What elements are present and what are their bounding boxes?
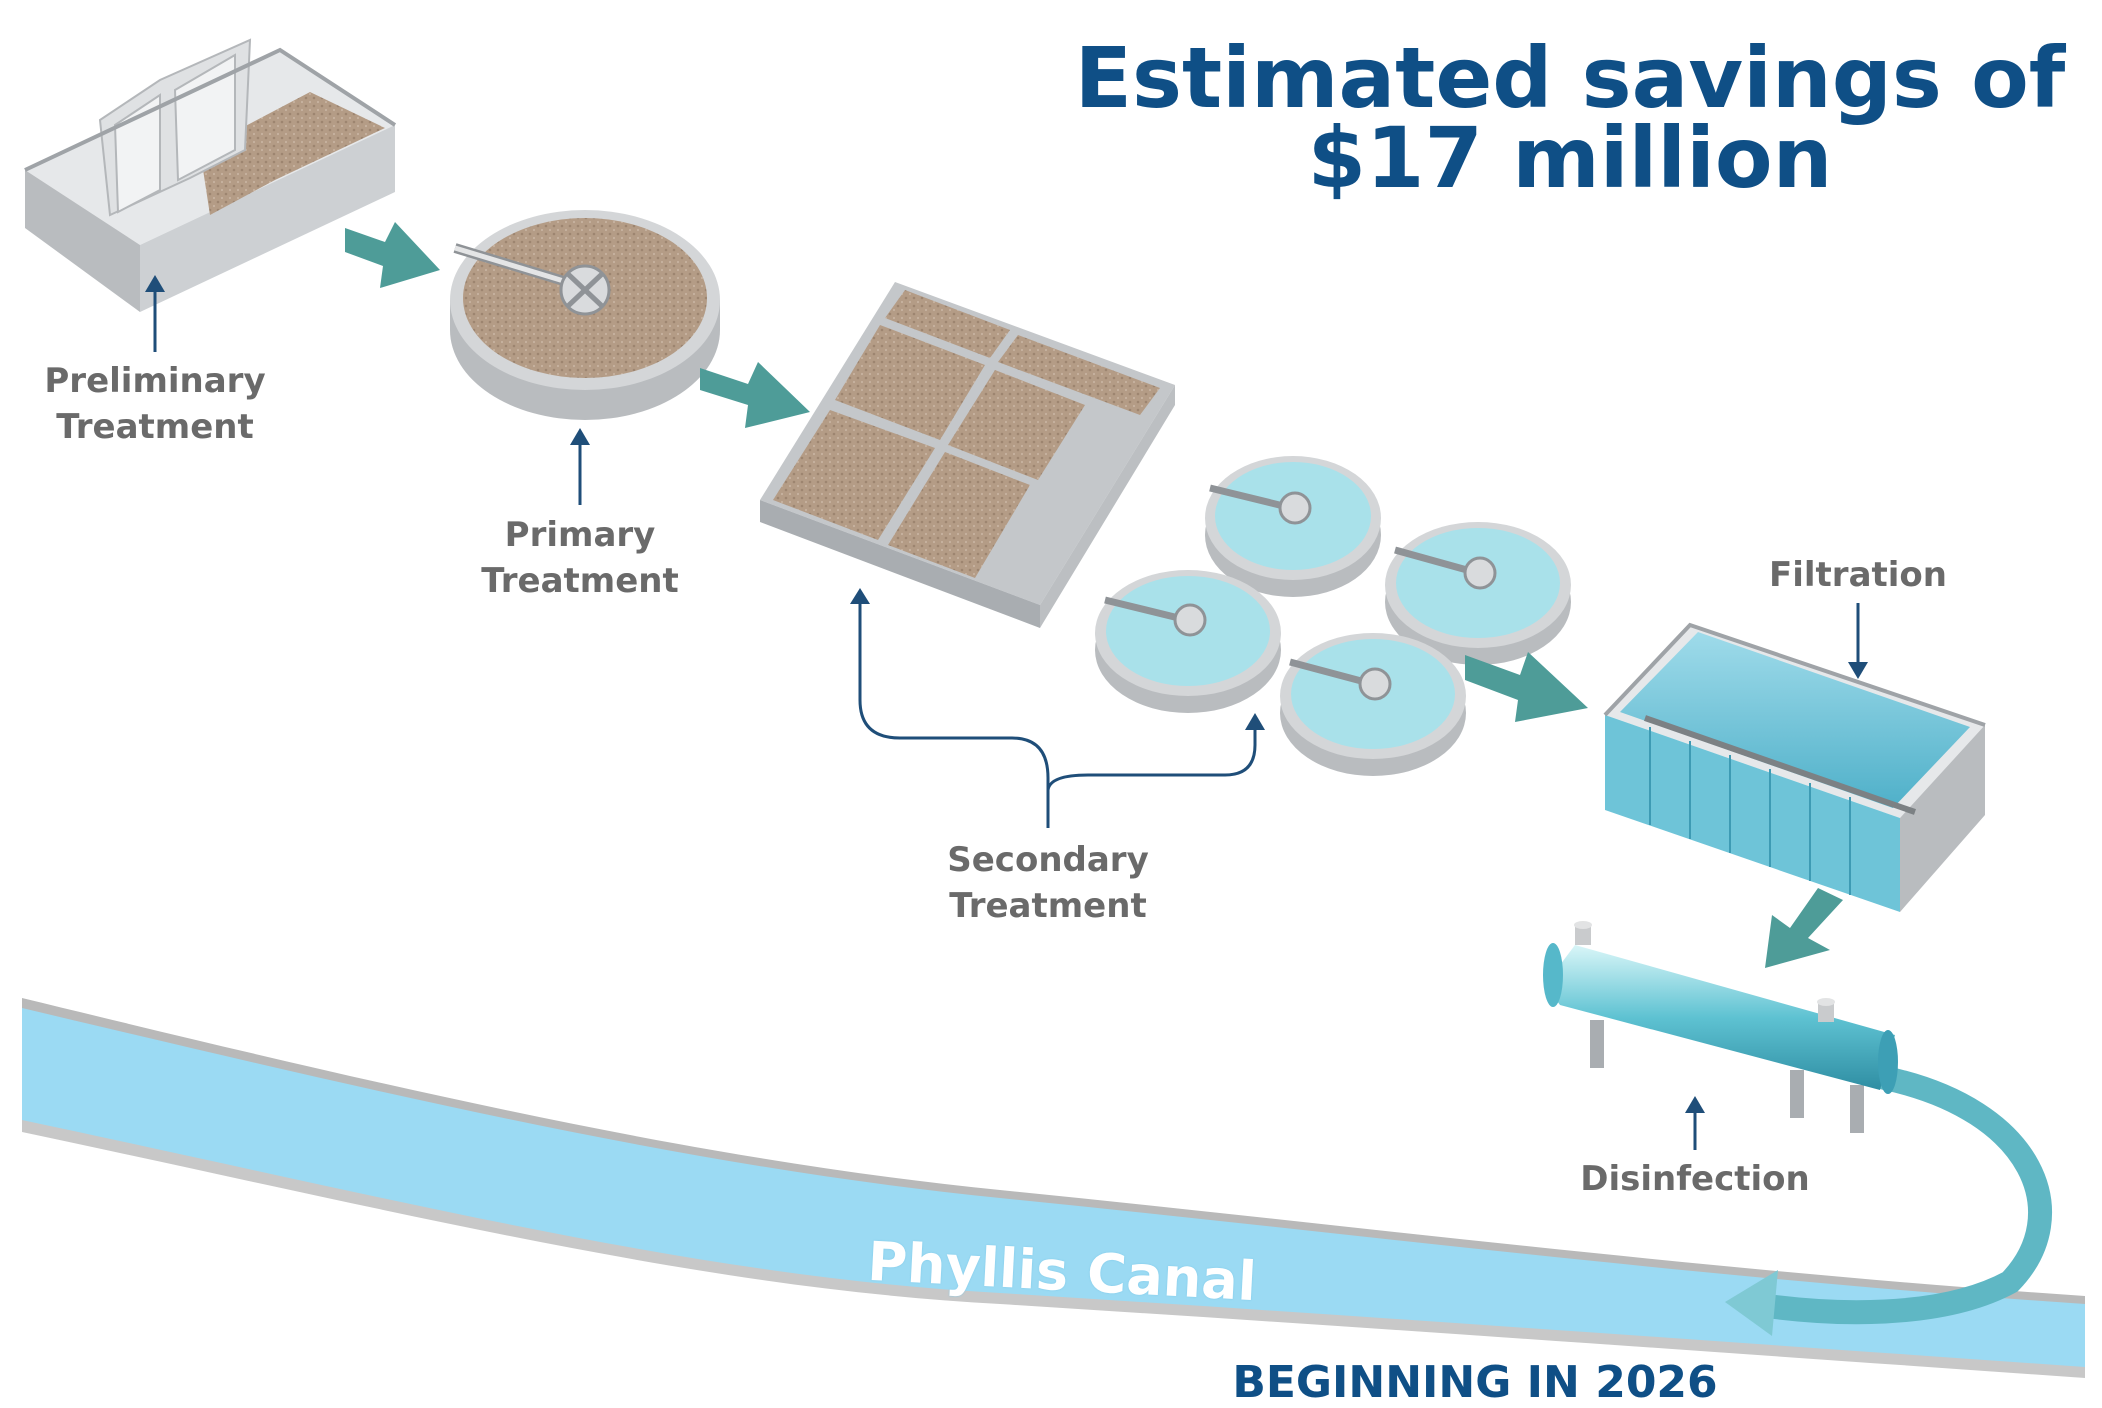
aeration-basins bbox=[760, 282, 1175, 628]
filtration-unit bbox=[1603, 622, 1986, 912]
secondary-clarifier-1 bbox=[1205, 456, 1381, 597]
secondary-clarifier-3 bbox=[1095, 570, 1281, 713]
secondary-bracket bbox=[858, 600, 1257, 828]
secondary-pointer-head-right bbox=[1245, 713, 1265, 730]
preliminary-treatment-unit bbox=[24, 38, 397, 312]
disinfection-unit bbox=[1543, 921, 1898, 1133]
primary-treatment-label: Primary Treatment bbox=[481, 515, 679, 601]
phyllis-canal bbox=[22, 998, 2085, 1378]
discharge-arrowhead bbox=[1725, 1270, 1778, 1336]
preliminary-treatment-label: Preliminary Treatment bbox=[44, 361, 266, 447]
disinfection-pointer-head bbox=[1685, 1096, 1705, 1113]
flow-arrow-4 bbox=[1765, 888, 1843, 968]
flow-arrow-1 bbox=[345, 222, 440, 288]
canal-water bbox=[22, 1008, 2085, 1372]
savings-headline: Estimated savings of $17 million bbox=[1074, 29, 2066, 207]
secondary-clarifier-2 bbox=[1385, 522, 1571, 665]
secondary-clarifier-4 bbox=[1280, 633, 1466, 776]
flow-arrow-3 bbox=[1465, 652, 1588, 722]
filtration-label: Filtration bbox=[1769, 555, 1947, 595]
secondary-clarifiers bbox=[1095, 456, 1571, 776]
secondary-pointer-head-left bbox=[850, 588, 870, 604]
filtration-pointer-head bbox=[1848, 662, 1868, 679]
preliminary-pointer-head bbox=[145, 275, 165, 292]
disinfection-label: Disinfection bbox=[1580, 1159, 1810, 1199]
headline-line-1: Estimated savings of bbox=[1074, 29, 2066, 127]
start-date-caption: BEGINNING IN 2026 bbox=[1232, 1357, 1718, 1408]
headline-line-2: $17 million bbox=[1307, 109, 1833, 207]
primary-pointer-head bbox=[570, 428, 590, 445]
secondary-treatment-label: Secondary Treatment bbox=[947, 840, 1149, 926]
flow-arrow-2 bbox=[700, 362, 810, 428]
primary-clarifier bbox=[450, 210, 720, 420]
discharge-flow-arrow bbox=[1748, 1066, 2052, 1325]
